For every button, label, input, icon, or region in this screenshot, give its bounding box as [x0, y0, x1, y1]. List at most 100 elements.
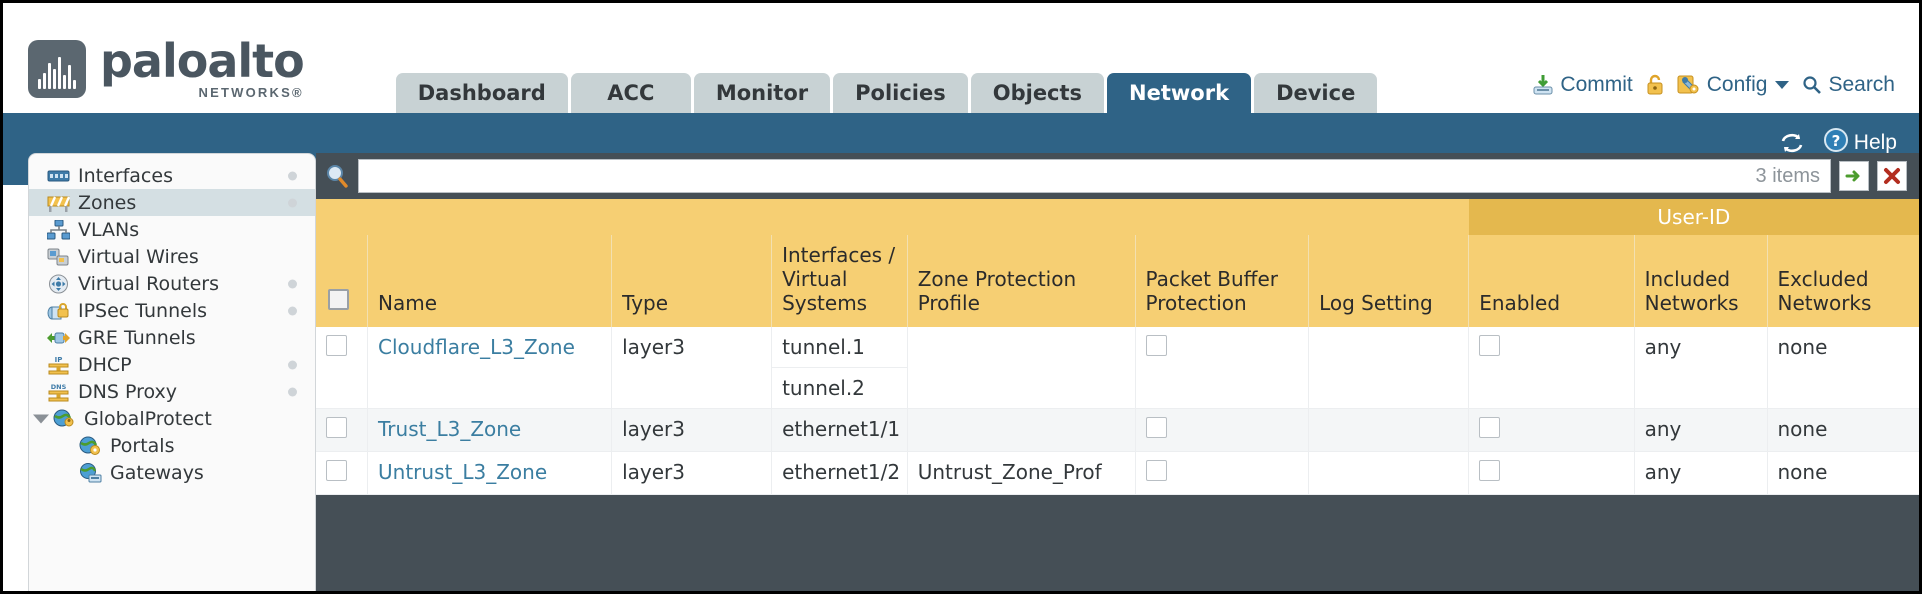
- zones-icon: [47, 193, 71, 213]
- row-select-checkbox[interactable]: [326, 417, 347, 438]
- config-label: Config: [1706, 73, 1768, 96]
- col-log-setting[interactable]: Log Setting: [1308, 235, 1470, 327]
- sidebar-item-label: VLANs: [78, 218, 140, 241]
- tab-dashboard[interactable]: Dashboard: [395, 73, 568, 113]
- cell-zone-protection-profile: Untrust_Zone_Prof: [907, 451, 1136, 495]
- help-button[interactable]: ? Help: [1823, 127, 1897, 159]
- row-select-cell: [316, 451, 369, 495]
- userid-enabled-checkbox[interactable]: [1479, 335, 1501, 356]
- interface-entry: tunnel.2: [782, 376, 865, 400]
- sidebar-item-gateways[interactable]: Gateways: [29, 459, 315, 486]
- clear-filter-button[interactable]: [1877, 161, 1907, 191]
- gateways-icon: [79, 462, 102, 483]
- cell-type: layer3: [611, 451, 773, 495]
- sidebar-item-label: Portals: [110, 434, 175, 457]
- apply-filter-button[interactable]: [1839, 161, 1869, 191]
- packet-buffer-protection-checkbox[interactable]: [1145, 460, 1167, 481]
- sidebar-item-ipsec-tunnels[interactable]: IPSec Tunnels: [29, 297, 315, 324]
- tab-monitor[interactable]: Monitor: [693, 73, 831, 113]
- cell-packet-buffer-protection: [1135, 327, 1310, 409]
- col-zone-protection-profile[interactable]: Zone Protection Profile: [907, 235, 1136, 327]
- col-userid-enabled[interactable]: Enabled: [1468, 235, 1635, 327]
- interface-entry: tunnel.1: [772, 327, 907, 368]
- col-name[interactable]: Name: [367, 235, 613, 327]
- tab-device[interactable]: Device: [1254, 73, 1378, 113]
- sidebar-item-gre-tunnels[interactable]: GRE Tunnels: [29, 324, 315, 351]
- header-utilities: Commit: [1532, 73, 1895, 97]
- sidebar-item-portals[interactable]: Portals: [29, 432, 315, 459]
- sidebar-item-indicator: [288, 360, 297, 369]
- config-dropdown[interactable]: Config: [1677, 73, 1790, 97]
- tab-acc[interactable]: ACC: [570, 73, 691, 113]
- sidebar-item-label: Virtual Wires: [78, 245, 199, 268]
- tab-objects[interactable]: Objects: [970, 73, 1105, 113]
- sidebar-item-interfaces[interactable]: Interfaces: [29, 162, 315, 189]
- filter-search-icon[interactable]: [324, 163, 350, 189]
- filter-input[interactable]: 3 items: [358, 159, 1831, 193]
- packet-buffer-protection-checkbox[interactable]: [1145, 335, 1167, 356]
- userid-enabled-checkbox[interactable]: [1479, 460, 1501, 481]
- expander-triangle-icon[interactable]: [33, 414, 49, 423]
- group-header-spacer: [316, 199, 1469, 235]
- col-packet-buffer-protection[interactable]: Packet Buffer Protection: [1135, 235, 1310, 327]
- cell-excluded-networks: none: [1767, 327, 1919, 409]
- tab-label: Network: [1129, 81, 1230, 105]
- item-count: 3 items: [1755, 164, 1820, 187]
- row-select-cell: [316, 327, 369, 409]
- col-included-networks[interactable]: Included Networks: [1634, 235, 1768, 327]
- sidebar-item-vlans[interactable]: VLANs: [29, 216, 315, 243]
- packet-buffer-protection-checkbox[interactable]: [1145, 417, 1167, 438]
- sidebar-item-virtual-wires[interactable]: Virtual Wires: [29, 243, 315, 270]
- sidebar-item-indicator: [288, 198, 297, 207]
- sidebar-item-indicator: [288, 279, 297, 288]
- group-header-userid: User-ID: [1468, 199, 1919, 235]
- commit-button[interactable]: Commit: [1532, 73, 1633, 97]
- zone-name-link[interactable]: Untrust_L3_Zone: [378, 460, 548, 484]
- zone-name-link[interactable]: Cloudflare_L3_Zone: [378, 335, 575, 359]
- svg-text:DNS: DNS: [51, 383, 67, 391]
- sidebar-item-label: DHCP: [78, 353, 132, 376]
- cell-log-setting: [1308, 327, 1470, 409]
- tab-policies[interactable]: Policies: [833, 73, 968, 113]
- zone-name-link[interactable]: Trust_L3_Zone: [378, 417, 522, 441]
- filter-bar: 3 items: [316, 153, 1919, 199]
- refresh-icon[interactable]: [1779, 131, 1805, 155]
- cell-interfaces: ethernet1/2: [771, 451, 908, 495]
- lock-icon[interactable]: [1646, 74, 1664, 96]
- row-select-checkbox[interactable]: [326, 460, 347, 481]
- col-excluded-networks[interactable]: Excluded Networks: [1767, 235, 1919, 327]
- select-all-checkbox[interactable]: [328, 289, 349, 310]
- userid-enabled-checkbox[interactable]: [1479, 417, 1501, 438]
- sidebar-item-virtual-routers[interactable]: Virtual Routers: [29, 270, 315, 297]
- cell-zone-protection-profile: [907, 408, 1136, 452]
- col-type[interactable]: Type: [611, 235, 773, 327]
- cell-log-setting: [1308, 408, 1470, 452]
- cell-name: Cloudflare_L3_Zone: [367, 327, 613, 409]
- virtual-wires-icon: [47, 247, 70, 267]
- sidebar-item-globalprotect[interactable]: GlobalProtect: [29, 405, 315, 432]
- ipsec-tunnels-icon: [47, 301, 70, 321]
- cell-excluded-networks: none: [1767, 408, 1919, 452]
- help-label: Help: [1853, 131, 1897, 154]
- sidebar-item-label: IPSec Tunnels: [78, 299, 208, 322]
- search-icon: [1802, 75, 1822, 95]
- brand-logo: paloalto NETWORKS®: [28, 38, 305, 99]
- interface-entry: ethernet1/1: [782, 417, 901, 441]
- search-button[interactable]: Search: [1802, 73, 1895, 97]
- cell-interfaces: tunnel.1 tunnel.2: [771, 327, 908, 409]
- tab-network[interactable]: Network: [1107, 73, 1252, 113]
- row-select-checkbox[interactable]: [326, 335, 347, 356]
- commit-icon: [1532, 74, 1554, 96]
- svg-text:?: ?: [1831, 132, 1840, 150]
- sidebar-item-zones[interactable]: Zones: [29, 189, 315, 216]
- col-interfaces[interactable]: Interfaces / Virtual Systems: [771, 235, 908, 327]
